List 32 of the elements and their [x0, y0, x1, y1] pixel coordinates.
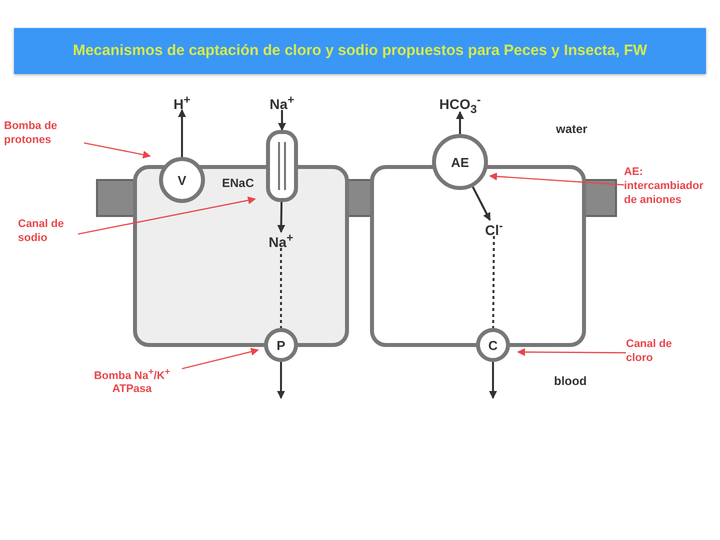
text-label: ENaC	[222, 176, 254, 190]
leader-line	[489, 172, 624, 186]
callout-label: Canal de cloro	[626, 338, 696, 368]
arrow	[178, 109, 186, 157]
leader-line	[84, 142, 151, 159]
ion-label: Na$^{+}$	[266, 94, 298, 110]
callout-label: AE: intercambiador de aniones	[624, 166, 718, 210]
callout-label: Bomba de protones	[4, 120, 84, 150]
transporter-circle	[476, 328, 510, 362]
title-banner: Mecanismos de captación de cloro y sodio propuestos para Peces y Insecta, FW	[14, 28, 706, 74]
ion-label: Cl$^{-}$	[481, 220, 507, 236]
text-label: water	[556, 122, 588, 136]
arrow	[277, 362, 285, 399]
text-label: blood	[554, 374, 587, 388]
leader-line	[517, 348, 626, 356]
leader-line	[78, 196, 256, 235]
ion-label: Na$^{+}$	[265, 232, 297, 248]
sodium-channel	[266, 130, 298, 202]
arrow	[278, 110, 286, 131]
transporter-label: C	[488, 338, 498, 352]
arrow	[277, 202, 286, 233]
ion-label: H$^{+}$	[170, 94, 194, 110]
callout-label: Bomba Na$^{+}$/K$^{+}$ ATPasa	[82, 366, 182, 396]
transporter-circle	[264, 328, 298, 362]
arrow	[489, 362, 497, 399]
arrow	[456, 111, 464, 134]
arrow	[472, 186, 491, 221]
transporter-label: V	[178, 172, 186, 188]
transporter-label: P	[276, 338, 286, 352]
leader-line	[182, 348, 259, 370]
transporter-label: AE	[450, 154, 470, 170]
callout-label: Canal de sodio	[18, 218, 78, 262]
